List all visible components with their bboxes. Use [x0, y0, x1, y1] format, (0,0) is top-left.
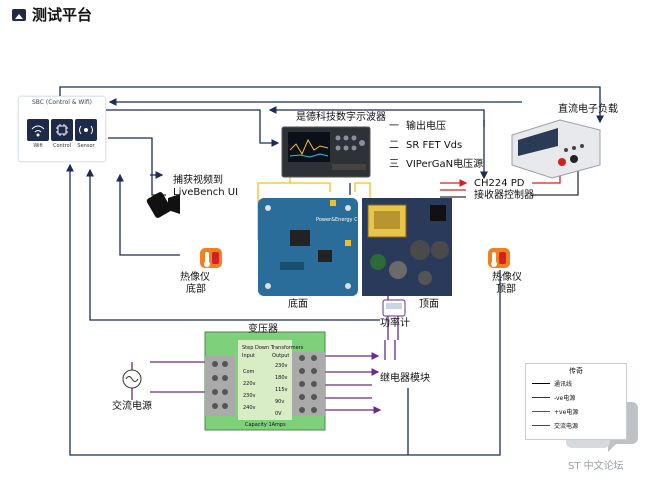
pd-controller-line1: CH224 PD — [474, 178, 525, 189]
channel-2-label: SR FET Vds — [406, 140, 463, 151]
transformer-device — [204, 331, 326, 431]
image-icon — [12, 9, 26, 21]
board-marking: Power&Energy CC — [316, 217, 362, 223]
transformer-plate-title: Step Down Transformers — [242, 345, 304, 351]
transformer-capacity: Capacity 1Amps — [245, 422, 286, 428]
channel-3-key: 三 — [389, 159, 399, 170]
video-label-line1: 捕获视频到 — [173, 175, 223, 186]
dc-load-label: 直流电子负载 — [558, 104, 618, 115]
sbc-title: SBC (Control & Wifi) — [31, 99, 93, 106]
dc-load-device — [511, 119, 601, 179]
ac-source-icon — [122, 369, 142, 389]
sbc-panel: SBC (Control & Wifi) Wifi Control Sensor — [18, 96, 106, 162]
top-side-label: 顶面 — [419, 299, 439, 310]
video-camera-icon — [146, 192, 180, 218]
legend-row-ac: 交流电源 — [532, 420, 622, 430]
oscilloscope-label: 是德科技数字示波器 — [296, 112, 386, 123]
video-label-line2: LiveBench UI — [173, 187, 239, 198]
thermal-camera-top-icon — [488, 248, 510, 268]
sensor-icon — [75, 119, 97, 141]
channel-1-key: 一 — [389, 121, 399, 132]
transformer-input-header: Input — [242, 353, 255, 359]
transformer-output-90: 90v — [275, 399, 285, 405]
transformer-input-com: Com — [243, 369, 255, 375]
ac-lines — [131, 290, 402, 414]
pd-controller-line2: 接收器控制器 — [474, 190, 534, 201]
channel-2-key: 二 — [389, 140, 399, 151]
channel-1-label: 输出电压 — [406, 121, 446, 132]
watermark: ST 中文论坛 — [568, 461, 624, 472]
sbc-sensor-label: Sensor — [77, 143, 95, 149]
oscilloscope-device — [281, 126, 371, 178]
sbc-control-label: Control — [52, 143, 72, 149]
transformer-output-115: 115v — [275, 387, 288, 393]
legend-row-positive: +ve电源 — [532, 406, 622, 416]
legend-row-negative: -ve电源 — [532, 392, 622, 402]
pcb-top — [362, 198, 452, 296]
thermal-top-line2: 顶部 — [496, 284, 516, 295]
sbc-wifi-label: Wifi — [33, 143, 43, 149]
transformer-output-header: Output — [272, 353, 290, 359]
legend-row-comm: 通讯线 — [532, 378, 622, 388]
comm-lines — [59, 86, 604, 456]
transformer-input-230: 230v — [243, 393, 256, 399]
thermal-bottom-line2: 底部 — [186, 284, 206, 295]
transformer-input-240: 240v — [243, 405, 256, 411]
transformer-title: 变压器 — [248, 324, 278, 335]
pcb-bottom — [258, 198, 358, 296]
ac-source-label: 交流电源 — [112, 401, 152, 412]
legend-title: 传奇 — [569, 367, 583, 375]
thermal-camera-bottom-icon — [200, 248, 222, 268]
power-meter-label: 功率计 — [380, 318, 410, 329]
relay-module-label: 继电器模块 — [380, 373, 430, 384]
bottom-side-label: 底面 — [288, 299, 308, 310]
transformer-output-230: 230v — [275, 363, 288, 369]
transformer-output-0: 0V — [275, 411, 282, 417]
page-title: 测试平台 — [12, 5, 92, 25]
transformer-input-220: 220v — [243, 381, 256, 387]
chip-icon — [51, 119, 73, 141]
thermal-top-line1: 热像仪 — [492, 272, 522, 283]
legend: 传奇 通讯线 -ve电源 +ve电源 交流电源 — [525, 363, 627, 440]
power-meter-icon — [382, 299, 406, 317]
transformer-output-180: 180v — [275, 375, 288, 381]
thermal-bottom-line1: 热像仪 — [180, 272, 210, 283]
channel-3-label: VIPerGaN电压源 — [406, 159, 484, 170]
wifi-icon — [27, 119, 49, 141]
